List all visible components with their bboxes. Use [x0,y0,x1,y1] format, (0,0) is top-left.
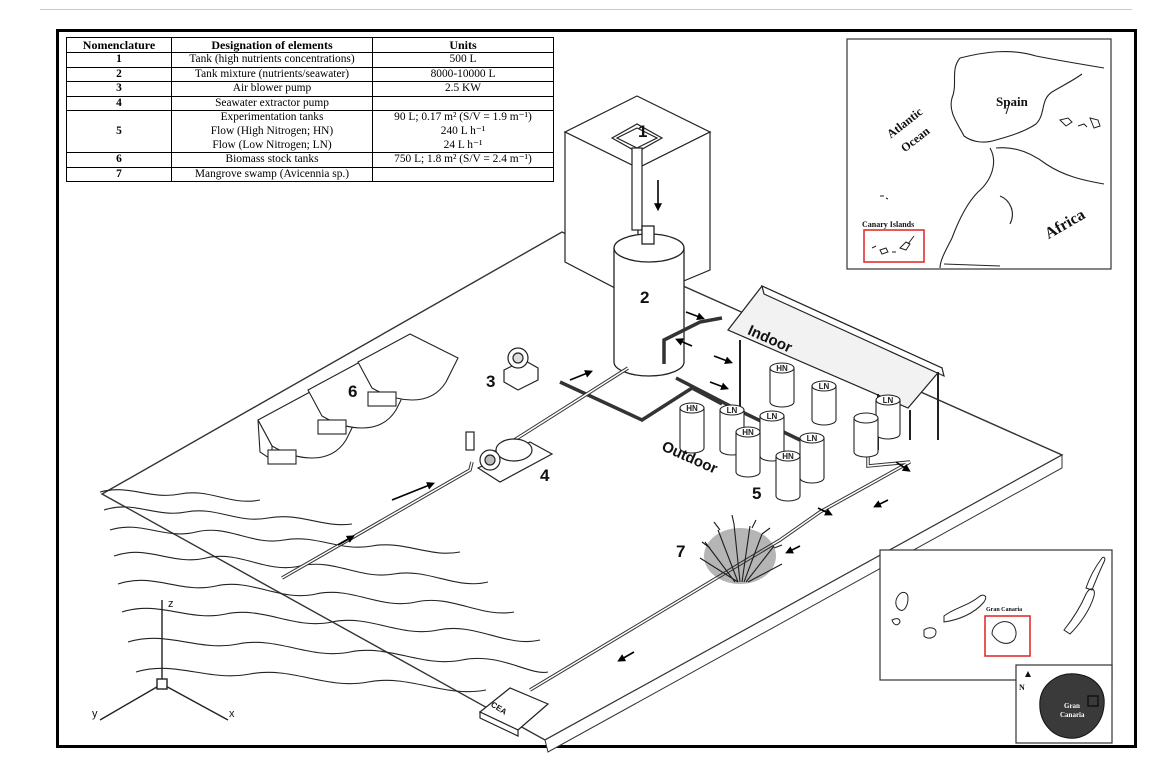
axis-x-label: x [229,708,235,720]
tag-hn: HN [776,364,788,373]
tank-1 [610,123,664,231]
units-line: 2.5 KW [444,82,482,95]
designation-line: Flow (Low Nitrogen; LN) [212,138,332,151]
row-number: 1 [66,52,172,68]
table-row: 2 Tank mixture (nutrients/seawater) 8000-1… [66,66,554,83]
table-header-row: Nomenclature Designation of elements Uni… [66,37,554,53]
axis-y-label: y [92,708,98,720]
cea-box [478,687,550,737]
label-seawater-pump: 4 [540,466,550,485]
tank-2 [613,225,685,377]
units-line: 24 L h⁻¹ [443,138,483,151]
tag-hn: HN [782,452,794,461]
canary-islands-map [879,549,1113,744]
row-designation: Biomass stock tanks [171,152,373,168]
row-units [372,166,554,183]
row-designation: Seawater extractor pump [171,95,373,112]
designation-line: Seawater extractor pump [215,96,329,109]
map-label-gran-canaria-small: Gran Canaria [986,607,1023,613]
units-line: 8000-10000 L [430,67,496,80]
biomass-tanks [257,333,459,465]
flow-arrows [337,311,911,662]
col-header-designation: Designation of elements [171,37,373,53]
label-air-blower: 3 [486,372,496,391]
mangrove-bush [699,514,783,583]
table-row: 1 Tank (high nutrients concentrations) 500… [66,52,554,68]
map-label-canaria: Canaria [1060,711,1085,719]
row-number: 4 [66,95,172,112]
tag-ln: LN [727,406,738,415]
units-line: 500 L [449,53,477,65]
units-line: 90 L; 0.17 m² (S/V = 1.9 m⁻¹) [394,111,532,124]
experimentation-tanks [679,362,901,502]
designation-line: Tank (high nutrients concentrations) [189,53,355,65]
label-biomass-tanks: 6 [348,382,358,401]
row-units: 8000-10000 L [372,66,554,83]
tank-tags: HN LN LN HN LN LN HN LN HN [686,364,893,461]
map-label-gran: Gran [1064,702,1080,710]
table-row: 6 Biomass stock tanks 750 L; 1.8 m² (S/V =… [66,152,554,168]
row-designation: Mangrove swamp (Avicennia sp.) [171,166,373,183]
air-blower-pump [503,347,539,391]
iberia-map [846,38,1112,270]
row-number: 5 [66,110,172,154]
tag-hn: HN [686,404,698,413]
row-number: 7 [66,166,172,183]
row-units: 500 L [372,52,554,68]
row-number: 3 [66,81,172,97]
designation-line: Tank mixture (nutrients/seawater) [194,67,350,80]
units-line: 240 L h⁻¹ [440,124,486,137]
designation-line: Biomass stock tanks [225,153,319,166]
tag-ln: LN [807,434,818,443]
top-rule [40,9,1132,10]
tag-ln: LN [819,382,830,391]
canary-highlight-box [863,229,925,263]
nomenclature-table: Nomenclature Designation of elements Uni… [66,37,554,183]
col-header-nomenclature: Nomenclature [66,37,172,53]
designation-line: Mangrove swamp (Avicennia sp.) [194,167,350,180]
row-units [372,95,554,112]
tag-hn: HN [742,428,754,437]
table-row: 7 Mangrove swamp (Avicennia sp.) [66,166,554,183]
designation-line: Flow (High Nitrogen; HN) [210,124,334,137]
units-line: 750 L; 1.8 m² (S/V = 2.4 m⁻¹) [394,153,532,166]
row-designation: Air blower pump [171,81,373,97]
label-tank-1: 1 [638,122,648,141]
indoor-shelter [727,284,945,460]
row-number: 2 [66,66,172,83]
row-designation: Tank (high nutrients concentrations) [171,52,373,68]
label-tank-2: 2 [640,288,650,307]
gran-canaria-highlight-box [984,615,1031,657]
seawater-pump [465,431,554,483]
row-number: 6 [66,152,172,168]
tag-ln: LN [883,396,894,405]
row-units: 750 L; 1.8 m² (S/V = 2.4 m⁻¹) [372,152,554,168]
row-units: 2.5 KW [372,81,554,97]
designation-line: Experimentation tanks [220,111,324,124]
designation-line: Air blower pump [232,82,312,95]
map-label-spain: Spain [996,94,1028,109]
table-row: 4 Seawater extractor pump [66,95,554,112]
tag-ln: LN [767,412,778,421]
mangrove-foliage [704,528,776,584]
table-body: 1 Tank (high nutrients concentrations) 500… [66,52,554,183]
label-experimentation-tanks: 5 [752,484,762,503]
col-header-units: Units [372,37,554,53]
row-designation: Tank mixture (nutrients/seawater) [171,66,373,83]
map-label-north: N [1019,683,1025,692]
table-row: 3 Air blower pump 2.5 KW [66,81,554,97]
axis-z-label: z [168,598,174,610]
label-mangrove: 7 [676,542,686,561]
axis-tripod [99,600,229,721]
map-label-canary-islands: Canary Islands [862,220,915,229]
